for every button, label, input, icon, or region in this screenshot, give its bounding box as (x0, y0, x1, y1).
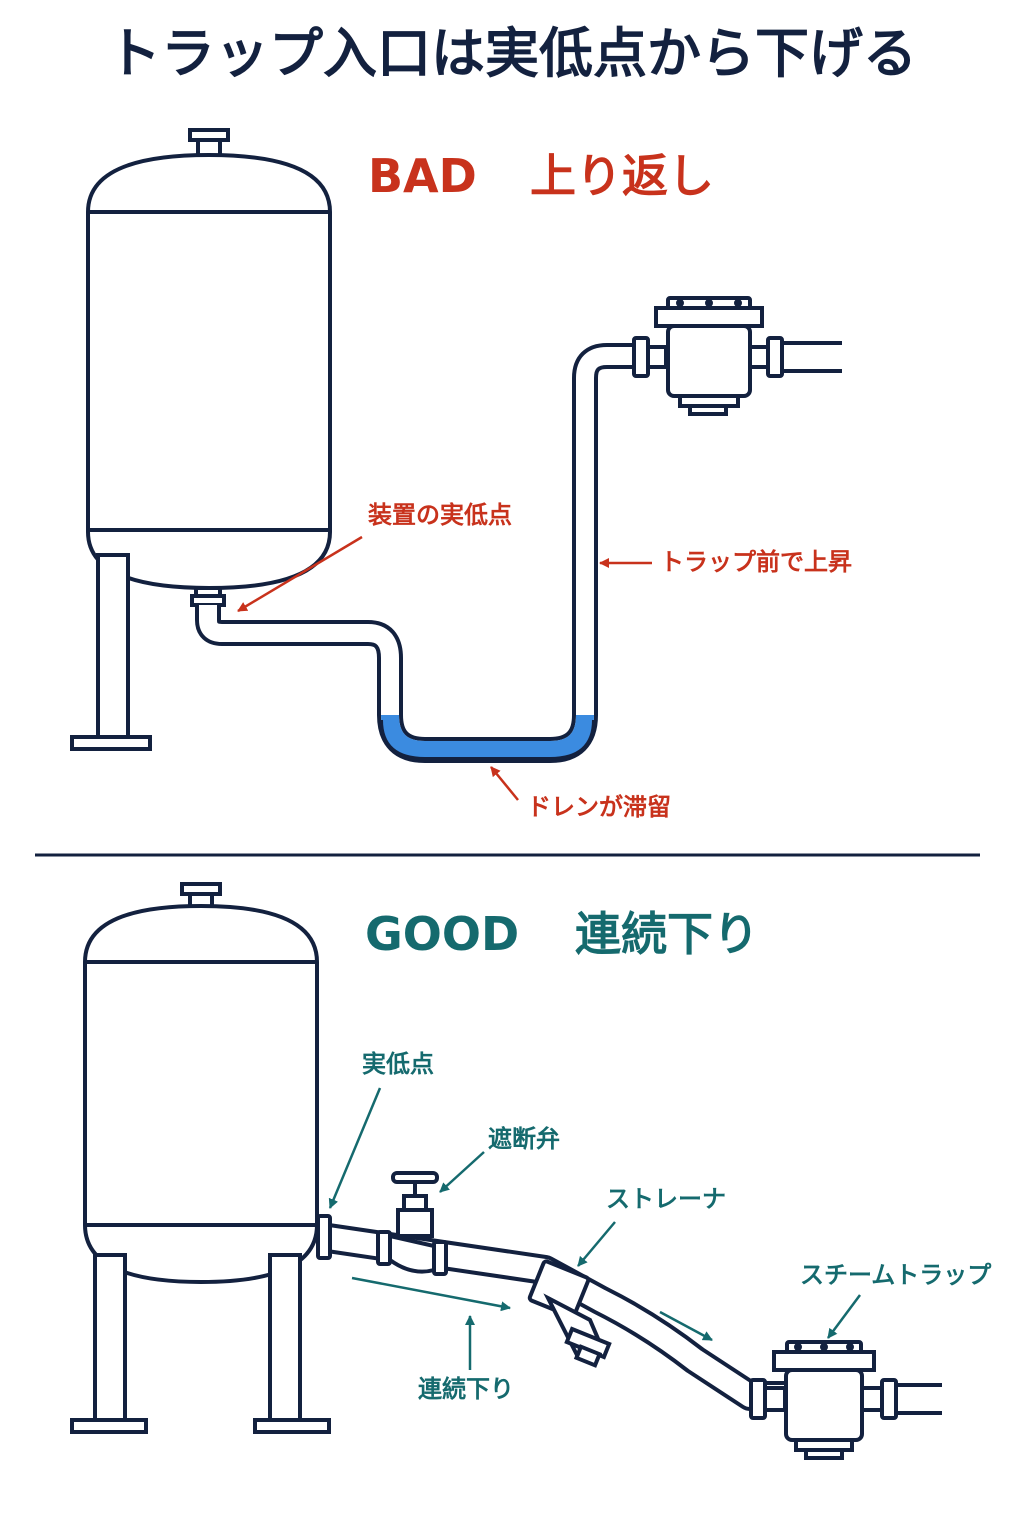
good-tank-foot-left (70, 1418, 148, 1434)
good-arrow-valve (439, 1151, 485, 1193)
good-tank (70, 882, 331, 1434)
bad-steam-trap (632, 296, 784, 416)
good-heading-jp: 連続下り (575, 907, 759, 961)
good-pipe-inner (326, 1227, 790, 1407)
bad-pipe-bottom-edge (379, 719, 596, 761)
bad-tank-body (86, 152, 332, 591)
main-title: トラップ入口は実低点から下げる (107, 22, 917, 85)
good-isolation-valve (376, 1171, 448, 1276)
good-tank-leg-right (268, 1253, 302, 1424)
good-arrow-flow-1 (351, 1276, 511, 1312)
bad-tank (70, 128, 332, 751)
bad-arrow-lowest-point (237, 535, 363, 613)
good-label-lowest-point: 実低点 (362, 1050, 434, 1078)
good-label-trap: スチームトラップ (800, 1261, 992, 1289)
good-steam-trap (749, 1340, 898, 1460)
bad-heading-jp: 上り返し (530, 149, 714, 203)
good-label-slope: 連続下り (418, 1375, 514, 1403)
bad-label-drain: ドレンが滞留 (527, 793, 671, 821)
bad-section: BAD 上り返し (70, 128, 852, 821)
bad-label-lowest-point: 装置の実低点 (368, 501, 512, 529)
good-section: GOOD 連続下り (70, 882, 992, 1460)
good-tank-foot-right (253, 1418, 331, 1434)
good-outlet-flange (316, 1214, 332, 1260)
good-heading-en: GOOD (365, 907, 519, 961)
good-strainer (527, 1259, 612, 1368)
good-label-strainer: ストレーナ (606, 1185, 726, 1213)
good-arrow-strainer (577, 1221, 616, 1267)
bad-arrow-drain (490, 766, 519, 801)
bad-trapped-condensate (381, 714, 594, 759)
good-label-valve: 遮断弁 (488, 1125, 560, 1153)
bad-tank-leg-foot (70, 735, 152, 751)
bad-heading-en: BAD (368, 149, 477, 203)
good-arrow-flow-2 (659, 1310, 713, 1342)
bad-tank-leg (96, 553, 130, 739)
bad-label-rise: トラップ前で上昇 (660, 548, 852, 576)
good-tank-leg-left (93, 1253, 127, 1424)
bad-outlet (190, 586, 226, 607)
good-arrow-lowest-point (328, 1087, 382, 1209)
good-arrow-trap (826, 1294, 862, 1339)
